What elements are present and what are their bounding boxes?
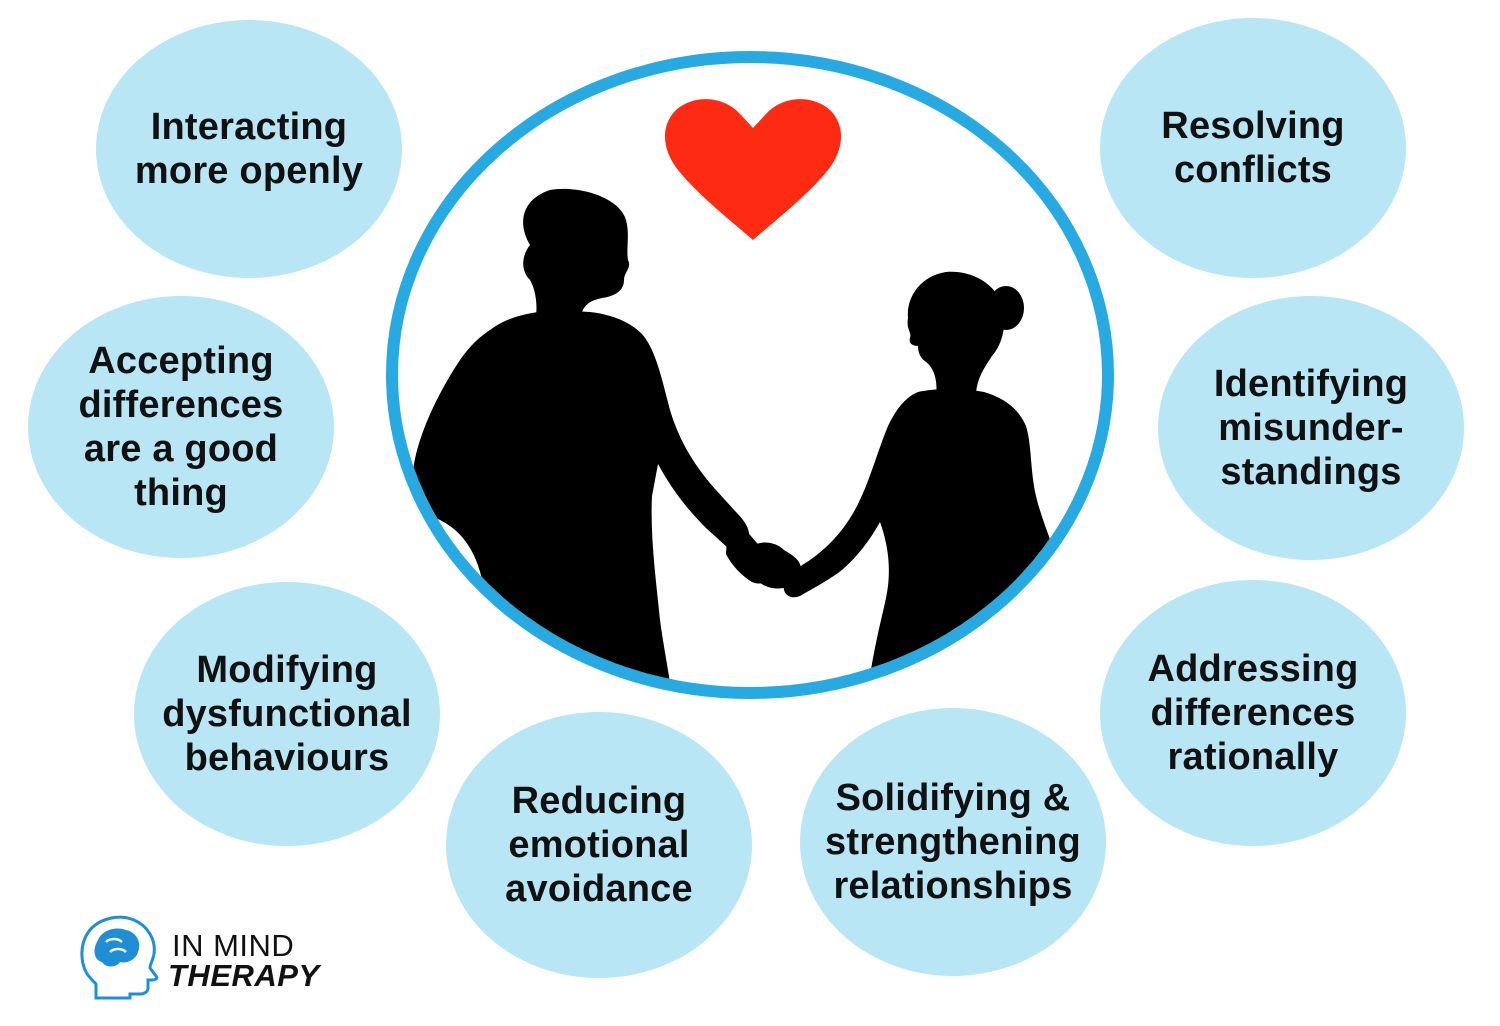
bubble-interacting: Interacting more openly — [96, 20, 402, 278]
bubble-addressing: Addressing differences rationally — [1100, 580, 1406, 846]
bubble-resolving-text: Resolving conflicts — [1161, 105, 1345, 191]
bubble-accepting-text: Accepting differences are a good thing — [78, 340, 284, 514]
bubble-modifying-text: Modifying dysfunctional behaviours — [162, 649, 412, 779]
logo-text-line2: THERAPY — [168, 958, 320, 993]
bubble-reducing: Reducing emotional avoidance — [446, 712, 752, 978]
bubble-reducing-text: Reducing emotional avoidance — [505, 780, 693, 910]
heart-icon — [664, 99, 842, 240]
bubble-accepting: Accepting differences are a good thing — [28, 296, 334, 558]
head-brain-icon — [80, 915, 159, 1000]
logo: IN MIND THERAPY — [76, 912, 336, 1002]
bubble-resolving: Resolving conflicts — [1100, 18, 1406, 278]
bubble-identifying-text: Identifying misunder- standings — [1213, 363, 1409, 493]
bubble-interacting-text: Interacting more openly — [134, 106, 364, 192]
clasped-hands — [747, 542, 801, 589]
bubble-solidifying-text: Solidifying & strengthening relationship… — [825, 777, 1081, 907]
bubble-addressing-text: Addressing differences rationally — [1147, 648, 1359, 778]
bubble-identifying: Identifying misunder- standings — [1158, 296, 1464, 560]
couple-illustration — [386, 51, 1114, 699]
logo-text-line1: IN MIND — [172, 928, 295, 963]
bubble-modifying: Modifying dysfunctional behaviours — [134, 582, 440, 846]
bubble-solidifying: Solidifying & strengthening relationship… — [800, 708, 1106, 976]
